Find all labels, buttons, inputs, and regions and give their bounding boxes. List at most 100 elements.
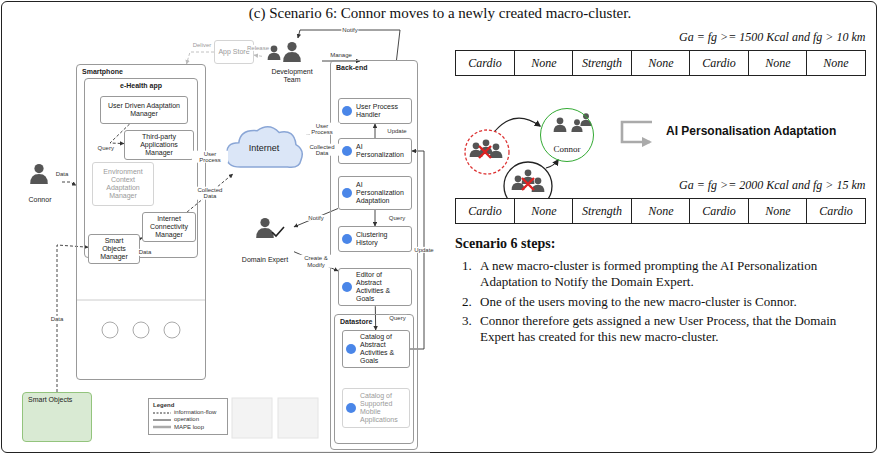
edge-label: Query (388, 315, 406, 321)
service-box: Editor of Abstract Activities & Goals (338, 268, 412, 306)
edge-label: Collected Data (192, 187, 228, 200)
table-cell: Cardio (689, 50, 749, 76)
edge-label: Data (55, 171, 70, 177)
node-text: Environment Context Adaptation Manager (96, 168, 150, 200)
component-box: Environment Context Adaptation Manager (92, 162, 154, 206)
edge-label: User Process (192, 150, 228, 163)
connector (187, 174, 233, 212)
edge-label: Notify (341, 27, 358, 33)
legend-line (153, 412, 171, 413)
cluster-circle: Connor (540, 108, 594, 162)
team-actor: Development Team (262, 38, 322, 84)
backend-box: Back-endUser Process Handler AI Personali… (330, 60, 418, 450)
legend-sample (153, 424, 171, 430)
table-cell: None (748, 50, 808, 76)
edge-label: Release (246, 45, 270, 51)
legend-line (153, 419, 171, 420)
step-text: Connor therefore gets assigned a new Use… (480, 313, 868, 346)
node-text: User Process Handler (356, 103, 408, 119)
cloud-outline (227, 127, 302, 168)
edge-label: Query (388, 215, 406, 221)
table-cell: None (631, 50, 691, 76)
edge-label: Deliver (192, 42, 213, 48)
node-text: Datastore (340, 318, 372, 326)
catalog-box: Catalog of Supported Mobile Applications (342, 388, 410, 428)
connector (375, 124, 376, 138)
edge-label: Data (50, 315, 65, 321)
component-box: User Driven Adaptation Manager (100, 96, 188, 124)
legend-sample (153, 417, 171, 423)
service-box: User Process Handler (338, 98, 412, 124)
app-box: e-Health appUser Driven Adaptation Manag… (84, 78, 198, 258)
edge-label: Data (138, 249, 153, 255)
legend-text: operation (174, 416, 199, 423)
step-number: 3. (462, 313, 472, 329)
connector (294, 209, 338, 227)
table-cell: None (748, 198, 808, 224)
component-box: Internet Connectivity Manager (142, 212, 196, 242)
expert-actor: Domain Expert (236, 214, 294, 264)
edge-label: Query (97, 144, 115, 150)
component-box: Smart Objects Manager (88, 234, 140, 264)
node-text: Catalog of Supported Mobile Applications (360, 392, 406, 424)
connector (62, 182, 76, 185)
service-box: AI Personalization (338, 138, 412, 164)
node-text: Third-party Applications Manager (128, 133, 190, 157)
service-box: Clustering History (338, 226, 412, 252)
edge-label: Collected Data (304, 143, 340, 156)
node-text: Development Team (262, 68, 322, 84)
node-text: App Store (218, 48, 249, 56)
legend-text: information-flow (174, 409, 216, 416)
step-text: One of the users moving to the new macro… (480, 294, 868, 310)
node-text: Back-end (336, 64, 368, 72)
connector (375, 306, 376, 330)
adaptation-label: AI Personalisation Adaptation (666, 124, 836, 138)
node-text: Editor of Abstract Activities & Goals (356, 271, 408, 303)
node-text: AI Personalization Adaptation (356, 181, 408, 205)
node-text: Connor (554, 145, 581, 155)
table-cell: Cardio (689, 198, 749, 224)
table-cell: Cardio (455, 198, 515, 224)
table-cell: Cardio (455, 50, 515, 76)
edge-label: Update (386, 128, 407, 134)
edge-label: Manage (329, 52, 353, 58)
connector (187, 52, 215, 64)
figure-title: (c) Scenario 6: Connor moves to a newly … (0, 5, 880, 22)
connector (298, 30, 400, 60)
edge-label: Notify (307, 215, 324, 221)
connector (294, 252, 338, 271)
legend-row: operation (153, 416, 223, 423)
table-cell: None (631, 198, 691, 224)
table-cell: Strength (572, 198, 632, 224)
legend-sample (153, 410, 171, 416)
user-actor: Connor (18, 160, 62, 204)
node-text: User Driven Adaptation Manager (104, 102, 184, 118)
step-number: 1. (462, 258, 472, 274)
legend-line (153, 426, 171, 429)
component-box: Third-party Applications Manager (124, 130, 194, 160)
table-cell: None (806, 50, 866, 76)
node-text: Smartphone (82, 68, 123, 76)
node-text: e-Health app (85, 82, 197, 90)
node-text: AI Personalization (356, 143, 408, 159)
smart-objects-box: Smart Objects (22, 392, 92, 442)
legend-title: Legend (153, 402, 223, 409)
node-text: Connor (29, 196, 52, 204)
goal-formula: Ga = fg >= 2000 Kcal and fg > 15 km (679, 178, 865, 193)
legend-row: information-flow (153, 409, 223, 416)
legend-box: Legendinformation-flowoperationMAPE loop (148, 398, 228, 435)
edge-label: User Process (304, 122, 340, 135)
node-text: Internet (249, 143, 280, 153)
node-text: Internet Connectivity Manager (146, 215, 192, 239)
node-text: Domain Expert (242, 256, 288, 264)
step-number: 2. (462, 294, 472, 310)
step-text: A new macro-cluster is formed prompting … (480, 258, 868, 291)
table-cell: Strength (572, 50, 632, 76)
node-text: Smart Objects Manager (92, 237, 136, 261)
table-cell: None (514, 50, 574, 76)
smartphone-box: Smartphone e-Health appUser Driven Adapta… (76, 64, 206, 380)
connector (254, 55, 262, 56)
table-cell: None (514, 198, 574, 224)
node-text: Clustering History (356, 231, 408, 247)
